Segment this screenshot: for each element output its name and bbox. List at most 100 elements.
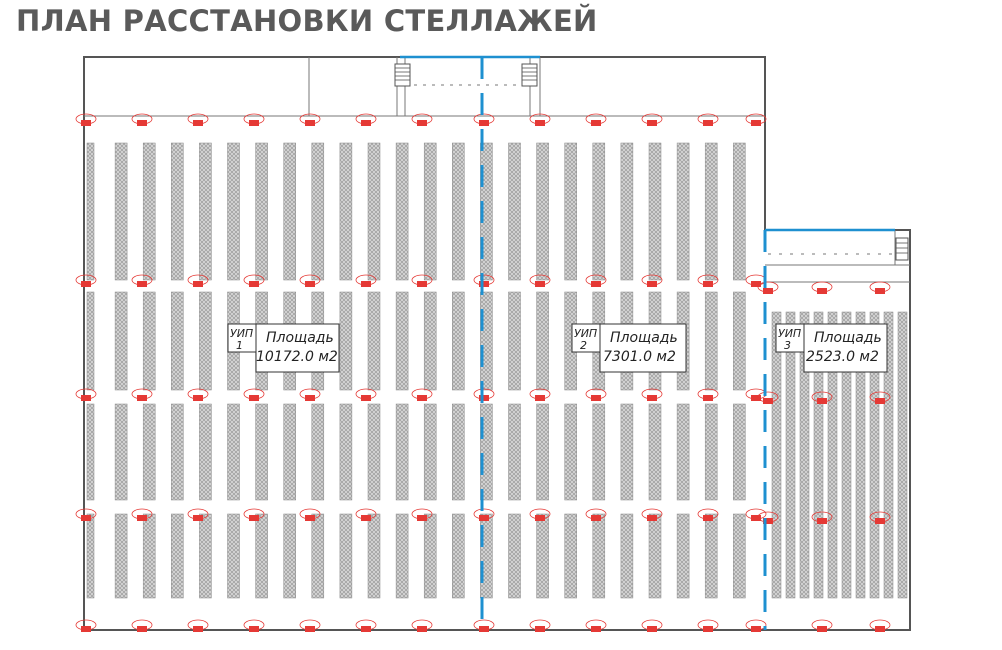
sprinkler-marker bbox=[411, 388, 433, 401]
zone-1-area-label: Площадь bbox=[266, 330, 334, 346]
sprinkler-marker bbox=[585, 619, 607, 632]
rack-row bbox=[283, 403, 296, 501]
zone-dividers bbox=[400, 55, 895, 630]
rack-row bbox=[592, 513, 606, 599]
rack-row bbox=[620, 403, 634, 501]
rack-row bbox=[508, 513, 521, 599]
sprinkler-markers bbox=[75, 113, 891, 632]
rack-row bbox=[423, 291, 437, 391]
sprinkler-marker bbox=[757, 391, 779, 404]
rack-row bbox=[199, 291, 212, 391]
rack-row bbox=[536, 142, 549, 281]
rack-row bbox=[676, 513, 690, 599]
rack-row bbox=[799, 311, 810, 599]
rack-row bbox=[564, 142, 577, 281]
sprinkler-marker bbox=[131, 619, 153, 632]
office-block-right bbox=[765, 230, 910, 283]
zone-2-uip: УИП bbox=[574, 327, 597, 340]
rack-row bbox=[620, 142, 634, 281]
sprinkler-marker bbox=[75, 274, 97, 287]
rack-row bbox=[508, 142, 521, 281]
sprinkler-marker bbox=[869, 281, 891, 294]
rack-row bbox=[785, 311, 796, 599]
sprinkler-marker bbox=[811, 619, 833, 632]
sprinkler-marker bbox=[355, 388, 377, 401]
sprinkler-marker bbox=[131, 274, 153, 287]
rack-row bbox=[452, 403, 465, 501]
rack-row bbox=[395, 142, 409, 281]
rack-row bbox=[620, 513, 634, 599]
rack-row bbox=[227, 513, 240, 599]
sprinkler-marker bbox=[299, 274, 321, 287]
rack-row bbox=[733, 291, 746, 391]
rack-row bbox=[114, 291, 128, 391]
rack-row bbox=[255, 403, 268, 501]
rack-row bbox=[564, 403, 577, 501]
rack-row bbox=[171, 142, 184, 281]
rack-row bbox=[704, 513, 718, 599]
sprinkler-marker bbox=[757, 281, 779, 294]
sprinkler-marker bbox=[299, 508, 321, 521]
rack-row bbox=[283, 142, 296, 281]
sprinkler-marker bbox=[75, 619, 97, 632]
rack-row bbox=[771, 311, 782, 599]
rack-row bbox=[733, 142, 746, 281]
sprinkler-marker bbox=[641, 508, 663, 521]
rack-row bbox=[395, 291, 409, 391]
sprinkler-marker bbox=[529, 508, 551, 521]
sprinkler-marker bbox=[811, 391, 833, 404]
rack-row bbox=[423, 142, 437, 281]
plan-title: ПЛАН РАССТАНОВКИ СТЕЛЛАЖЕЙ bbox=[16, 4, 598, 38]
sprinkler-marker bbox=[243, 388, 265, 401]
stair-left bbox=[394, 63, 411, 87]
zone-3-area-value: 2523.0 м2 bbox=[806, 349, 879, 365]
rack-row bbox=[171, 403, 184, 501]
zone-1-number: 1 bbox=[236, 339, 243, 352]
sprinkler-marker bbox=[75, 388, 97, 401]
rack-row bbox=[733, 513, 746, 599]
rack-row bbox=[536, 513, 549, 599]
sprinkler-marker bbox=[355, 619, 377, 632]
rack-row bbox=[339, 142, 353, 281]
rack-row bbox=[142, 142, 156, 281]
sprinkler-marker bbox=[187, 619, 209, 632]
rack-row bbox=[813, 311, 824, 599]
zone-3-number: 3 bbox=[784, 339, 791, 352]
rack-row bbox=[86, 513, 95, 599]
rack-row bbox=[339, 403, 353, 501]
sprinkler-marker bbox=[411, 274, 433, 287]
rack-row bbox=[142, 403, 156, 501]
sprinkler-marker bbox=[745, 619, 767, 632]
sprinkler-marker bbox=[697, 388, 719, 401]
sprinkler-marker bbox=[411, 508, 433, 521]
sprinkler-marker bbox=[585, 508, 607, 521]
rack-row bbox=[648, 142, 662, 281]
sprinkler-marker bbox=[75, 508, 97, 521]
rack-row bbox=[423, 513, 437, 599]
rack-row bbox=[199, 513, 212, 599]
sprinkler-marker bbox=[473, 274, 495, 287]
rack-row bbox=[311, 513, 325, 599]
sprinkler-marker bbox=[243, 619, 265, 632]
rack-row bbox=[142, 291, 156, 391]
rack-row bbox=[283, 513, 296, 599]
sprinkler-marker bbox=[529, 274, 551, 287]
sprinkler-marker bbox=[745, 274, 767, 287]
rack-row bbox=[171, 513, 184, 599]
rack-row bbox=[869, 311, 880, 599]
rack-row bbox=[423, 403, 437, 501]
sprinkler-marker bbox=[411, 619, 433, 632]
rack-row bbox=[676, 142, 690, 281]
rack-row bbox=[592, 403, 606, 501]
sprinkler-marker bbox=[473, 619, 495, 632]
stair-right bbox=[521, 63, 538, 87]
rack-row bbox=[536, 403, 549, 501]
rack-row bbox=[86, 403, 95, 501]
rack-row bbox=[841, 311, 852, 599]
rack-row bbox=[114, 142, 128, 281]
sprinkler-marker bbox=[641, 388, 663, 401]
stair-extension bbox=[895, 237, 909, 261]
rack-row bbox=[536, 291, 549, 391]
sprinkler-marker bbox=[869, 391, 891, 404]
